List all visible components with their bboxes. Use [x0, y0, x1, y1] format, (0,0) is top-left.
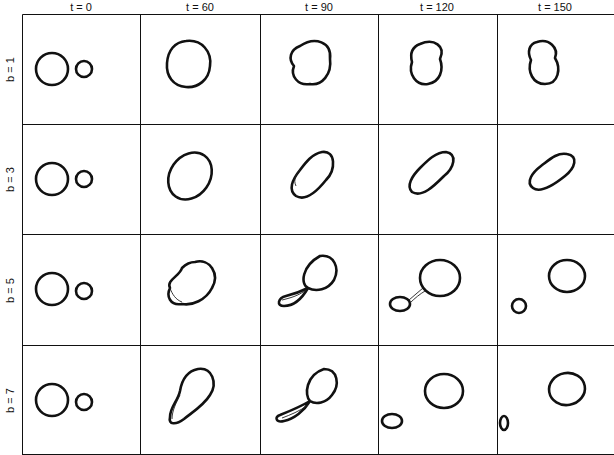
vortex-contours [169, 261, 215, 304]
vortex-contours [279, 256, 336, 306]
vortex-contours [277, 369, 337, 421]
vortex-contours [530, 154, 575, 190]
column-header: t = 150 [538, 2, 572, 13]
vortex-contours [36, 384, 92, 416]
column-header: t = 120 [420, 2, 454, 13]
vortex-contours [390, 260, 460, 311]
vortex-contours [500, 370, 588, 430]
vortex-contours [529, 41, 558, 84]
row-label: b = 3 [5, 167, 16, 192]
vortex-contours [410, 152, 454, 194]
vortex-contours [167, 41, 210, 87]
vortex-contours [512, 260, 585, 313]
row-label: b = 1 [5, 57, 16, 82]
vortex-contours [159, 144, 220, 208]
column-header: t = 90 [305, 2, 333, 13]
vortex-contours [382, 374, 463, 428]
row-label: b = 7 [5, 388, 16, 413]
column-header: t = 60 [186, 2, 214, 13]
vortex-contours [170, 369, 214, 423]
vortex-contours [291, 41, 331, 84]
vortex-contours [411, 42, 442, 84]
column-header: t = 0 [70, 2, 92, 13]
vortex-contours [36, 273, 92, 305]
row-label: b = 5 [5, 278, 16, 303]
panel-grid [23, 15, 614, 455]
vortex-contours [36, 53, 92, 85]
vortex-contours [292, 152, 333, 198]
vortex-contours [36, 163, 92, 195]
